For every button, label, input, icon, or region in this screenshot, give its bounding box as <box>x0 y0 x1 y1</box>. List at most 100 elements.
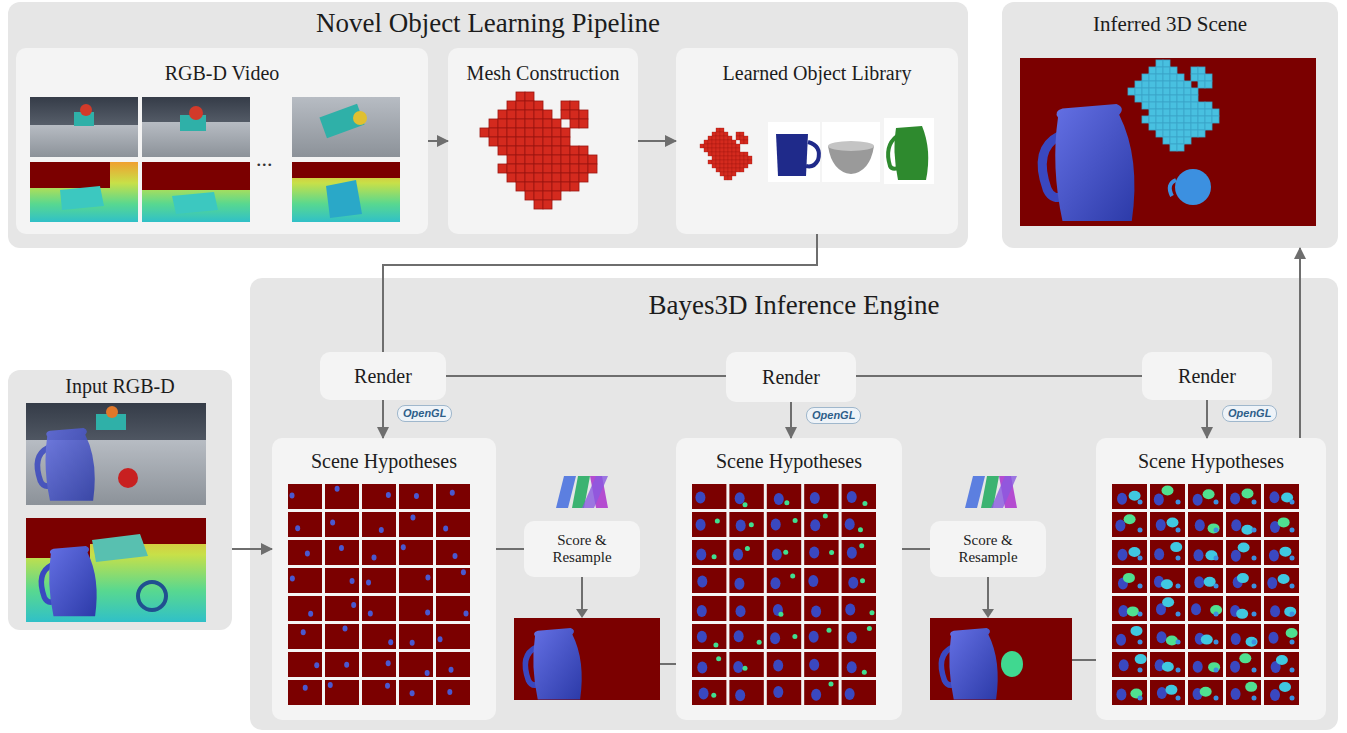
illustration-shape <box>827 628 832 633</box>
illustration-shape <box>561 128 570 137</box>
render-box: Render <box>1142 352 1272 400</box>
illustration-shape <box>1264 512 1299 537</box>
illustration-shape <box>350 578 355 584</box>
illustration-shape <box>26 440 206 505</box>
illustration-shape <box>1191 102 1198 109</box>
illustration-shape <box>80 104 92 116</box>
illustration-shape <box>724 172 728 176</box>
illustration-shape <box>697 576 707 588</box>
illustration-shape <box>884 118 934 184</box>
illustration-shape <box>1184 81 1191 88</box>
illustration-shape <box>1184 109 1191 116</box>
illustration-shape <box>1205 116 1212 123</box>
illustration-shape <box>1264 680 1299 705</box>
illustration-shape <box>728 172 732 176</box>
illustration-shape <box>449 667 454 673</box>
illustration-shape <box>1177 88 1184 95</box>
illustration-shape <box>1138 640 1143 645</box>
illustration-shape <box>811 689 821 701</box>
illustration-shape <box>1214 668 1219 673</box>
illustration-shape <box>399 652 433 677</box>
illustration-shape <box>1177 116 1184 123</box>
illustration-shape <box>366 579 371 585</box>
stage-box: RGB-D Video <box>16 48 428 234</box>
illustration-shape <box>732 164 736 168</box>
illustration-shape <box>1226 512 1261 537</box>
illustration-shape <box>767 512 801 537</box>
illustration-shape <box>1149 88 1156 95</box>
illustration-shape <box>325 484 359 509</box>
illustration-shape <box>1241 488 1253 498</box>
illustration-shape <box>1161 579 1173 589</box>
illustration-shape <box>552 173 561 182</box>
illustration-shape <box>728 140 732 144</box>
illustration-shape <box>869 610 874 615</box>
illustration-shape <box>1267 577 1277 589</box>
illustration-shape <box>822 122 880 182</box>
illustration-shape <box>1163 137 1170 144</box>
illustration-shape <box>888 136 898 169</box>
illustration-shape <box>1195 519 1205 531</box>
illustration-shape <box>804 652 838 677</box>
illustration-shape <box>1237 573 1249 583</box>
illustration-shape <box>740 160 744 164</box>
illustration-shape <box>804 540 838 565</box>
illustration-shape <box>534 137 543 146</box>
illustration-shape <box>507 110 516 119</box>
illustration-shape <box>724 164 728 168</box>
illustration-shape <box>829 550 834 555</box>
illustration-shape <box>534 128 543 137</box>
illustration-shape <box>556 476 576 508</box>
illustration-shape <box>1112 568 1147 593</box>
illustration-shape <box>30 162 110 188</box>
illustration-shape <box>744 160 748 164</box>
illustration-shape <box>525 155 534 164</box>
illustration-shape <box>771 518 781 530</box>
illustration-shape <box>288 512 322 537</box>
illustration-shape <box>579 164 588 173</box>
illustration-shape <box>142 162 250 222</box>
illustration-shape <box>1156 74 1163 81</box>
illustration-shape <box>1167 518 1179 528</box>
illustration-shape <box>862 670 867 675</box>
illustration-shape <box>1188 540 1223 565</box>
illustration-shape <box>720 136 724 140</box>
illustration-shape <box>570 101 579 110</box>
illustration-shape <box>498 146 507 155</box>
illustration-shape <box>1162 662 1174 672</box>
illustration-shape <box>60 186 104 210</box>
illustration-shape <box>712 144 716 148</box>
illustration-shape <box>804 624 838 649</box>
illustration-shape <box>534 200 543 209</box>
illustration-shape <box>552 119 561 128</box>
illustration-shape <box>735 492 745 504</box>
illustration-shape <box>325 540 359 565</box>
illustration-shape <box>1203 489 1215 499</box>
illustration-shape <box>1163 95 1170 102</box>
illustration-shape <box>1252 696 1257 701</box>
illustration-shape <box>1205 74 1212 81</box>
illustration-shape <box>1163 130 1170 137</box>
illustration-shape <box>1177 137 1184 144</box>
illustration-shape <box>712 148 716 152</box>
illustration-shape <box>325 512 359 537</box>
node-text: Scene Hypotheses <box>716 450 862 473</box>
illustration-shape <box>543 173 552 182</box>
illustration-shape <box>1170 180 1176 196</box>
illustration-shape <box>740 168 744 172</box>
illustration-shape <box>867 626 872 631</box>
illustration-shape <box>1290 556 1295 561</box>
illustration-shape <box>790 574 795 579</box>
illustration-shape <box>712 132 716 136</box>
illustration-shape <box>692 540 726 565</box>
illustration-shape <box>767 624 801 649</box>
illustration-shape <box>436 680 470 705</box>
illustration-shape <box>1150 568 1185 593</box>
illustration-shape <box>1191 130 1198 137</box>
illustration-shape <box>26 518 90 558</box>
illustration-shape <box>561 173 570 182</box>
node-text: Novel Object Learning Pipeline <box>316 8 660 39</box>
illustration-shape <box>301 629 306 635</box>
illustration-shape <box>507 137 516 146</box>
